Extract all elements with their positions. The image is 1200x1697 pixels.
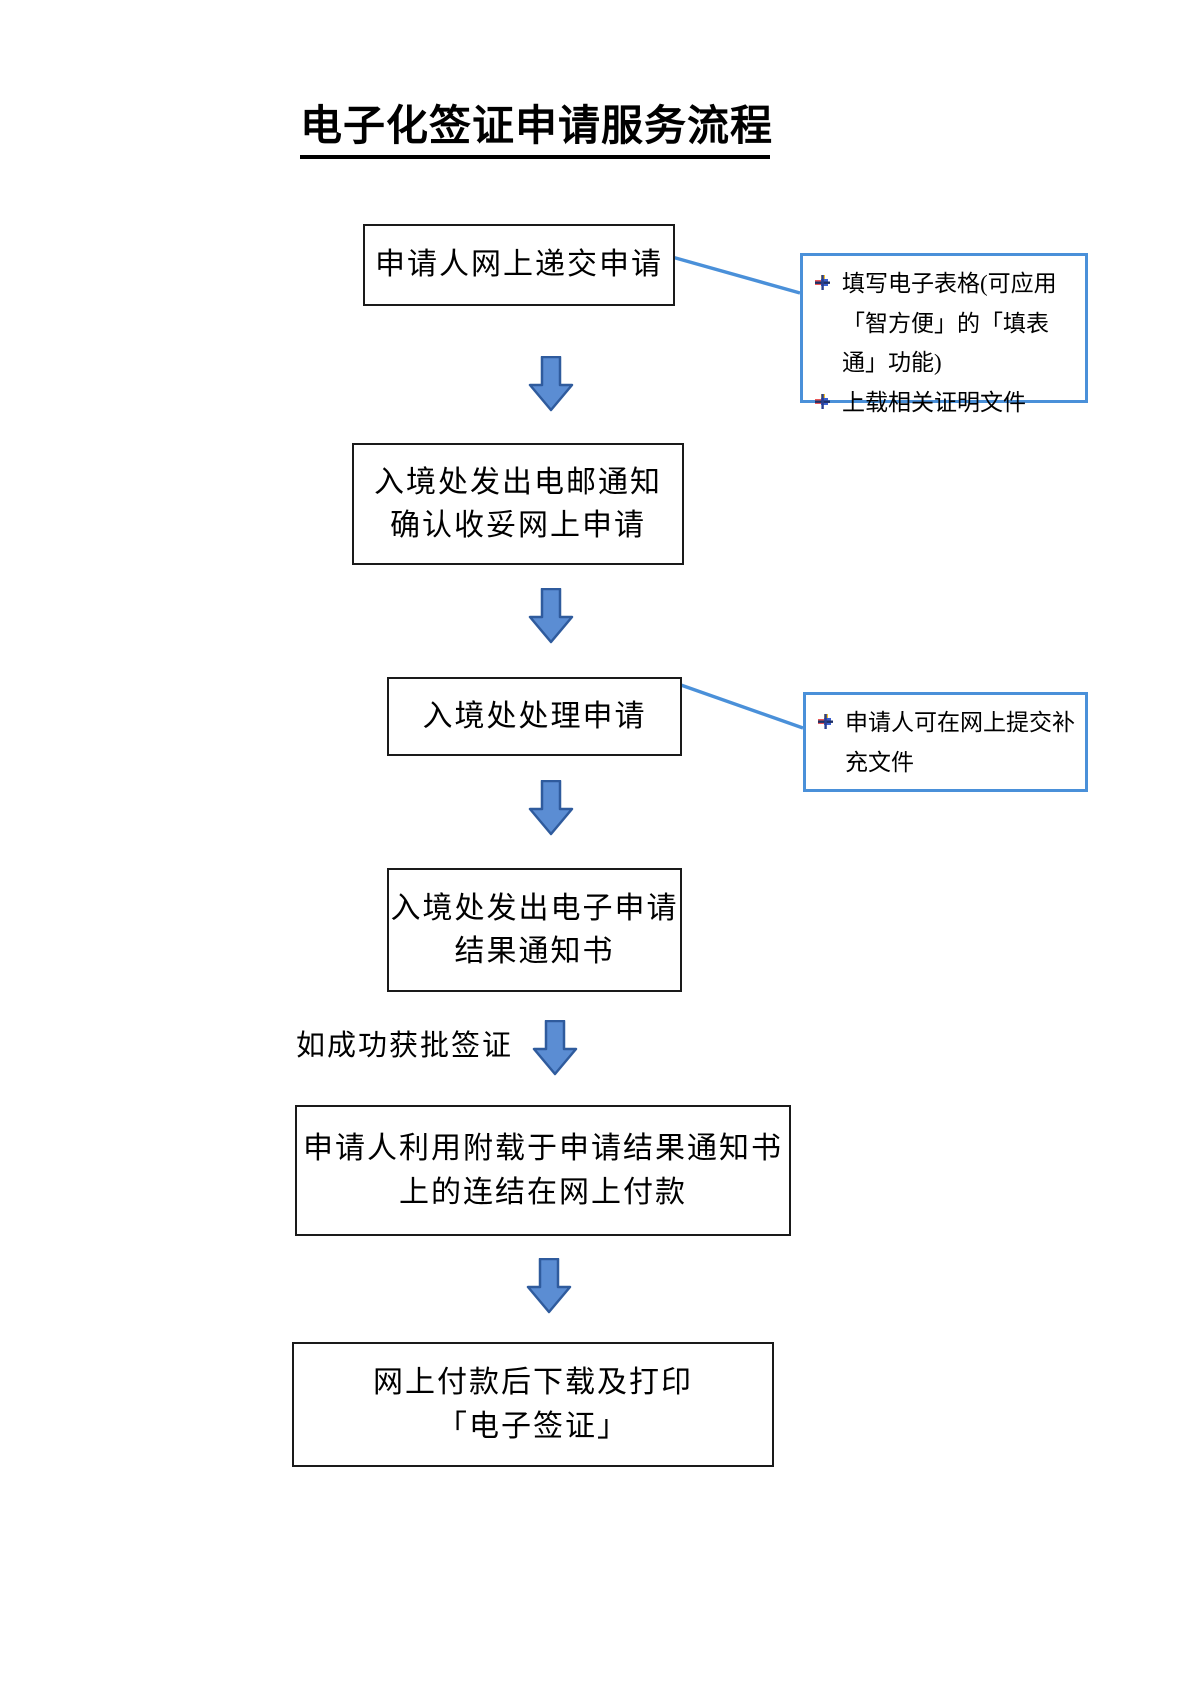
callout-2: 申请人可在网上提交补充文件 — [803, 692, 1088, 792]
callout-1-item-1-text: 填写电子表格(可应用「智方便」的「填表通」功能) — [842, 271, 1057, 376]
flow-step-3-text: 入境处处理申请 — [422, 699, 647, 733]
flow-step-5: 申请人利用附载于申请结果通知书 上的连结在网上付款 — [295, 1105, 791, 1236]
flow-step-2: 入境处发出电邮通知 确认收妥网上申请 — [352, 443, 684, 565]
callout-1: 填写电子表格(可应用「智方便」的「填表通」功能) 上载相关证明文件 — [800, 253, 1088, 415]
flow-step-1-text: 申请人网上递交申请 — [375, 248, 663, 282]
flow-step-2-text: 确认收妥网上申请 — [390, 509, 646, 542]
flow-step-4-text: 入境处发出电子申请 — [390, 891, 679, 925]
down-arrow-icon — [528, 780, 574, 836]
callout-1-item-1: 填写电子表格(可应用「智方便」的「填表通」功能) — [815, 264, 1077, 383]
flow-step-4: 入境处发出电子申请 结果通知书 — [387, 868, 682, 992]
callout-2-connector-line — [677, 682, 804, 730]
flow-step-5-text: 上的连结在网上付款 — [399, 1175, 687, 1209]
flow-step-2-text: 入境处发出电邮通知 — [374, 465, 662, 499]
callout-1-connector-line — [671, 255, 801, 295]
flow-step-5-text: 申请人利用附载于申请结果通知书 — [303, 1132, 783, 1165]
down-arrow-icon — [532, 1020, 578, 1076]
callout-2-item-1: 申请人可在网上提交补充文件 — [818, 703, 1077, 782]
flow-step-3: 入境处处理申请 — [387, 677, 682, 756]
flow-step-6: 网上付款后下载及打印 「电子签证」 — [292, 1342, 774, 1467]
condition-label: 如成功获批签证 — [296, 1030, 514, 1062]
flow-step-6-text: 网上付款后下载及打印 — [373, 1366, 693, 1399]
flow-step-4-text: 结果通知书 — [454, 935, 615, 968]
down-arrow-icon — [528, 356, 574, 412]
down-arrow-icon — [526, 1258, 572, 1314]
star-bullet-icon — [818, 714, 833, 729]
flow-step-1: 申请人网上递交申请 — [363, 224, 675, 306]
callout-1-item-2-text: 上载相关证明文件 — [842, 389, 1026, 415]
star-bullet-icon — [815, 393, 830, 409]
flow-step-6-text: 「电子签证」 — [437, 1409, 629, 1443]
star-bullet-icon — [815, 275, 830, 290]
callout-1-item-2: 上载相关证明文件 — [815, 383, 1077, 423]
callout-2-item-1-text: 申请人可在网上提交补充文件 — [845, 710, 1075, 775]
page-title: 电子化签证申请服务流程 — [300, 92, 772, 159]
down-arrow-icon — [528, 588, 574, 644]
